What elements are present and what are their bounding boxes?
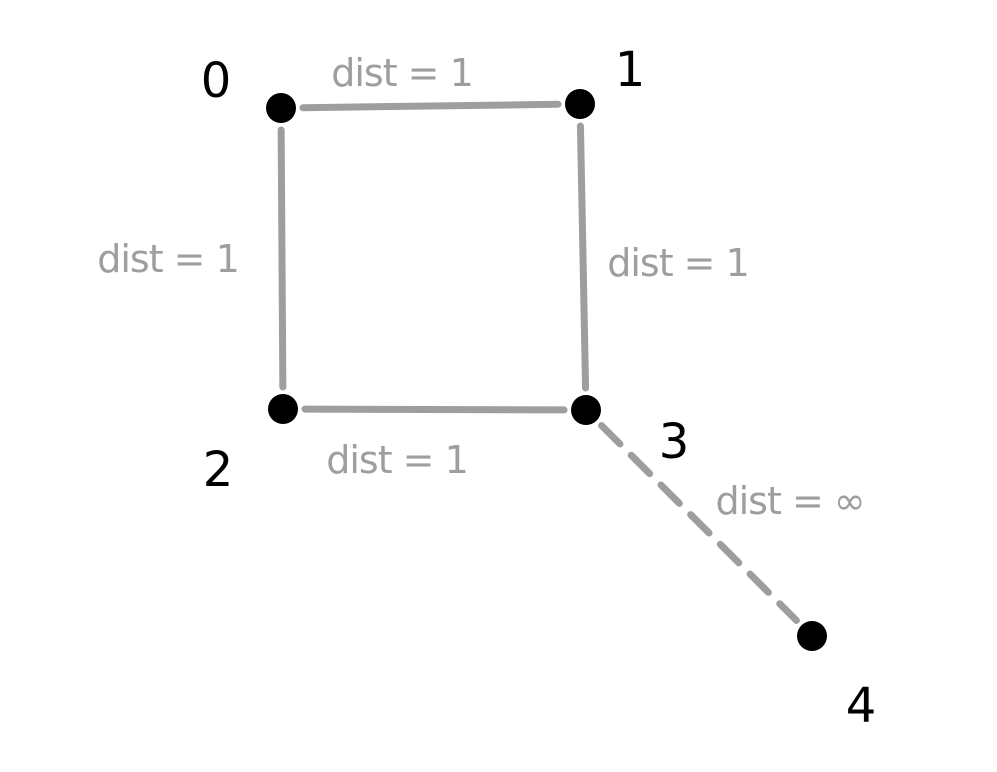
node-3 — [571, 395, 601, 425]
node-label-2: 2 — [203, 442, 234, 498]
edge-label-1-3: dist = 1 — [607, 241, 749, 285]
edge-label-3-4: dist = ∞ — [715, 479, 864, 523]
node-label-3: 3 — [659, 414, 690, 470]
edge-0-2 — [277, 126, 287, 391]
edge-label-0-2: dist = 1 — [97, 237, 239, 281]
edge-3-4 — [598, 422, 800, 624]
edge-1-3 — [576, 122, 590, 392]
edge-label-2-3: dist = 1 — [326, 438, 468, 482]
node-label-0: 0 — [201, 53, 232, 109]
node-0 — [266, 93, 296, 123]
node-label-1: 1 — [615, 42, 646, 98]
edge-2-3 — [301, 405, 568, 414]
node-label-4: 4 — [846, 678, 877, 734]
node-4 — [797, 621, 827, 651]
node-1 — [565, 89, 595, 119]
edge-label-0-1: dist = 1 — [331, 51, 473, 95]
edge-0-1 — [299, 100, 562, 112]
node-2 — [268, 394, 298, 424]
